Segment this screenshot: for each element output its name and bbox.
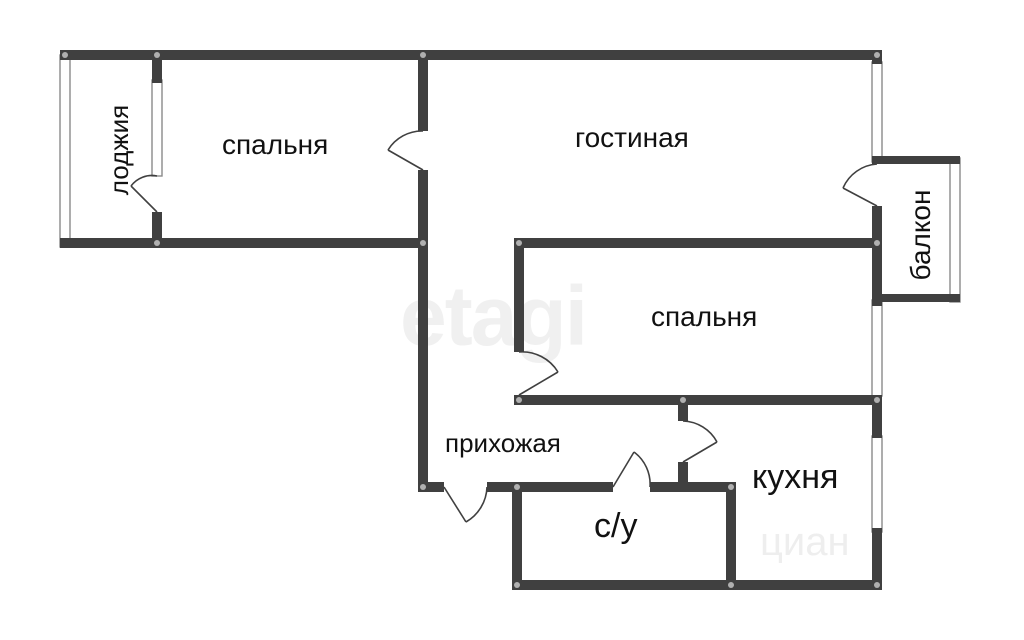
wall bbox=[152, 238, 428, 248]
wall-joint bbox=[514, 582, 520, 588]
wall bbox=[512, 482, 522, 590]
door-bathroom bbox=[612, 451, 651, 488]
window-loggia-left bbox=[59, 54, 71, 248]
wall-joint bbox=[874, 240, 880, 246]
room-label-bedroom-2: спальня bbox=[651, 301, 758, 332]
room-label-bedroom-1: спальня bbox=[222, 129, 329, 160]
wall bbox=[152, 212, 162, 248]
wall bbox=[512, 580, 882, 590]
door-loggia bbox=[130, 174, 158, 213]
door-kitchen bbox=[682, 420, 718, 463]
walls bbox=[60, 50, 960, 590]
wall-joint bbox=[516, 240, 522, 246]
wall bbox=[872, 206, 882, 306]
room-label-hallway: прихожая bbox=[445, 428, 561, 458]
window-bedroom2-right bbox=[871, 299, 883, 397]
wall-joint bbox=[728, 484, 734, 490]
wall bbox=[678, 395, 688, 421]
room-label-loggia: лоджия bbox=[104, 104, 134, 196]
wall bbox=[418, 55, 428, 131]
door-bedroom-1 bbox=[387, 130, 424, 171]
wall bbox=[60, 238, 162, 248]
window-living-right bbox=[871, 61, 883, 163]
room-label-balcony: балкон bbox=[905, 189, 936, 281]
wall bbox=[514, 395, 882, 405]
wall bbox=[650, 482, 736, 492]
room-label-kitchen: кухня bbox=[752, 458, 839, 496]
wall-joint bbox=[154, 52, 160, 58]
room-label-living-room: гостиная bbox=[575, 122, 689, 153]
wall-joints bbox=[62, 52, 880, 588]
wall-joint bbox=[62, 52, 68, 58]
wall bbox=[872, 156, 960, 164]
wall-joint bbox=[874, 582, 880, 588]
wall-joint bbox=[516, 397, 522, 403]
wall-joint bbox=[154, 240, 160, 246]
wall bbox=[60, 50, 882, 60]
room-label-bathroom: с/у bbox=[594, 507, 638, 545]
wall bbox=[152, 55, 162, 83]
wall bbox=[514, 238, 882, 248]
wall-joint bbox=[420, 240, 426, 246]
wall bbox=[514, 238, 524, 352]
wall-joint bbox=[514, 484, 520, 490]
watermark-cian: циан bbox=[760, 520, 850, 564]
door-balcony bbox=[842, 163, 878, 207]
wall-joint bbox=[420, 484, 426, 490]
wall-joint bbox=[420, 52, 426, 58]
wall-joint bbox=[680, 397, 686, 403]
doors bbox=[130, 130, 878, 523]
watermark-etagi: etagi bbox=[400, 269, 588, 363]
wall-joint bbox=[874, 52, 880, 58]
wall bbox=[726, 482, 736, 590]
wall bbox=[872, 528, 882, 590]
wall-joint bbox=[728, 582, 734, 588]
window-kitchen-right bbox=[871, 435, 883, 533]
wall bbox=[487, 482, 613, 492]
wall bbox=[872, 294, 960, 302]
door-entrance bbox=[443, 486, 488, 523]
wall-joint bbox=[874, 397, 880, 403]
window-balcony bbox=[949, 157, 961, 303]
wall bbox=[678, 462, 688, 492]
wall bbox=[872, 396, 882, 438]
wall bbox=[418, 170, 428, 490]
wall bbox=[418, 482, 444, 492]
window-loggia-inner bbox=[151, 79, 163, 177]
door-bedroom-2 bbox=[518, 351, 559, 396]
